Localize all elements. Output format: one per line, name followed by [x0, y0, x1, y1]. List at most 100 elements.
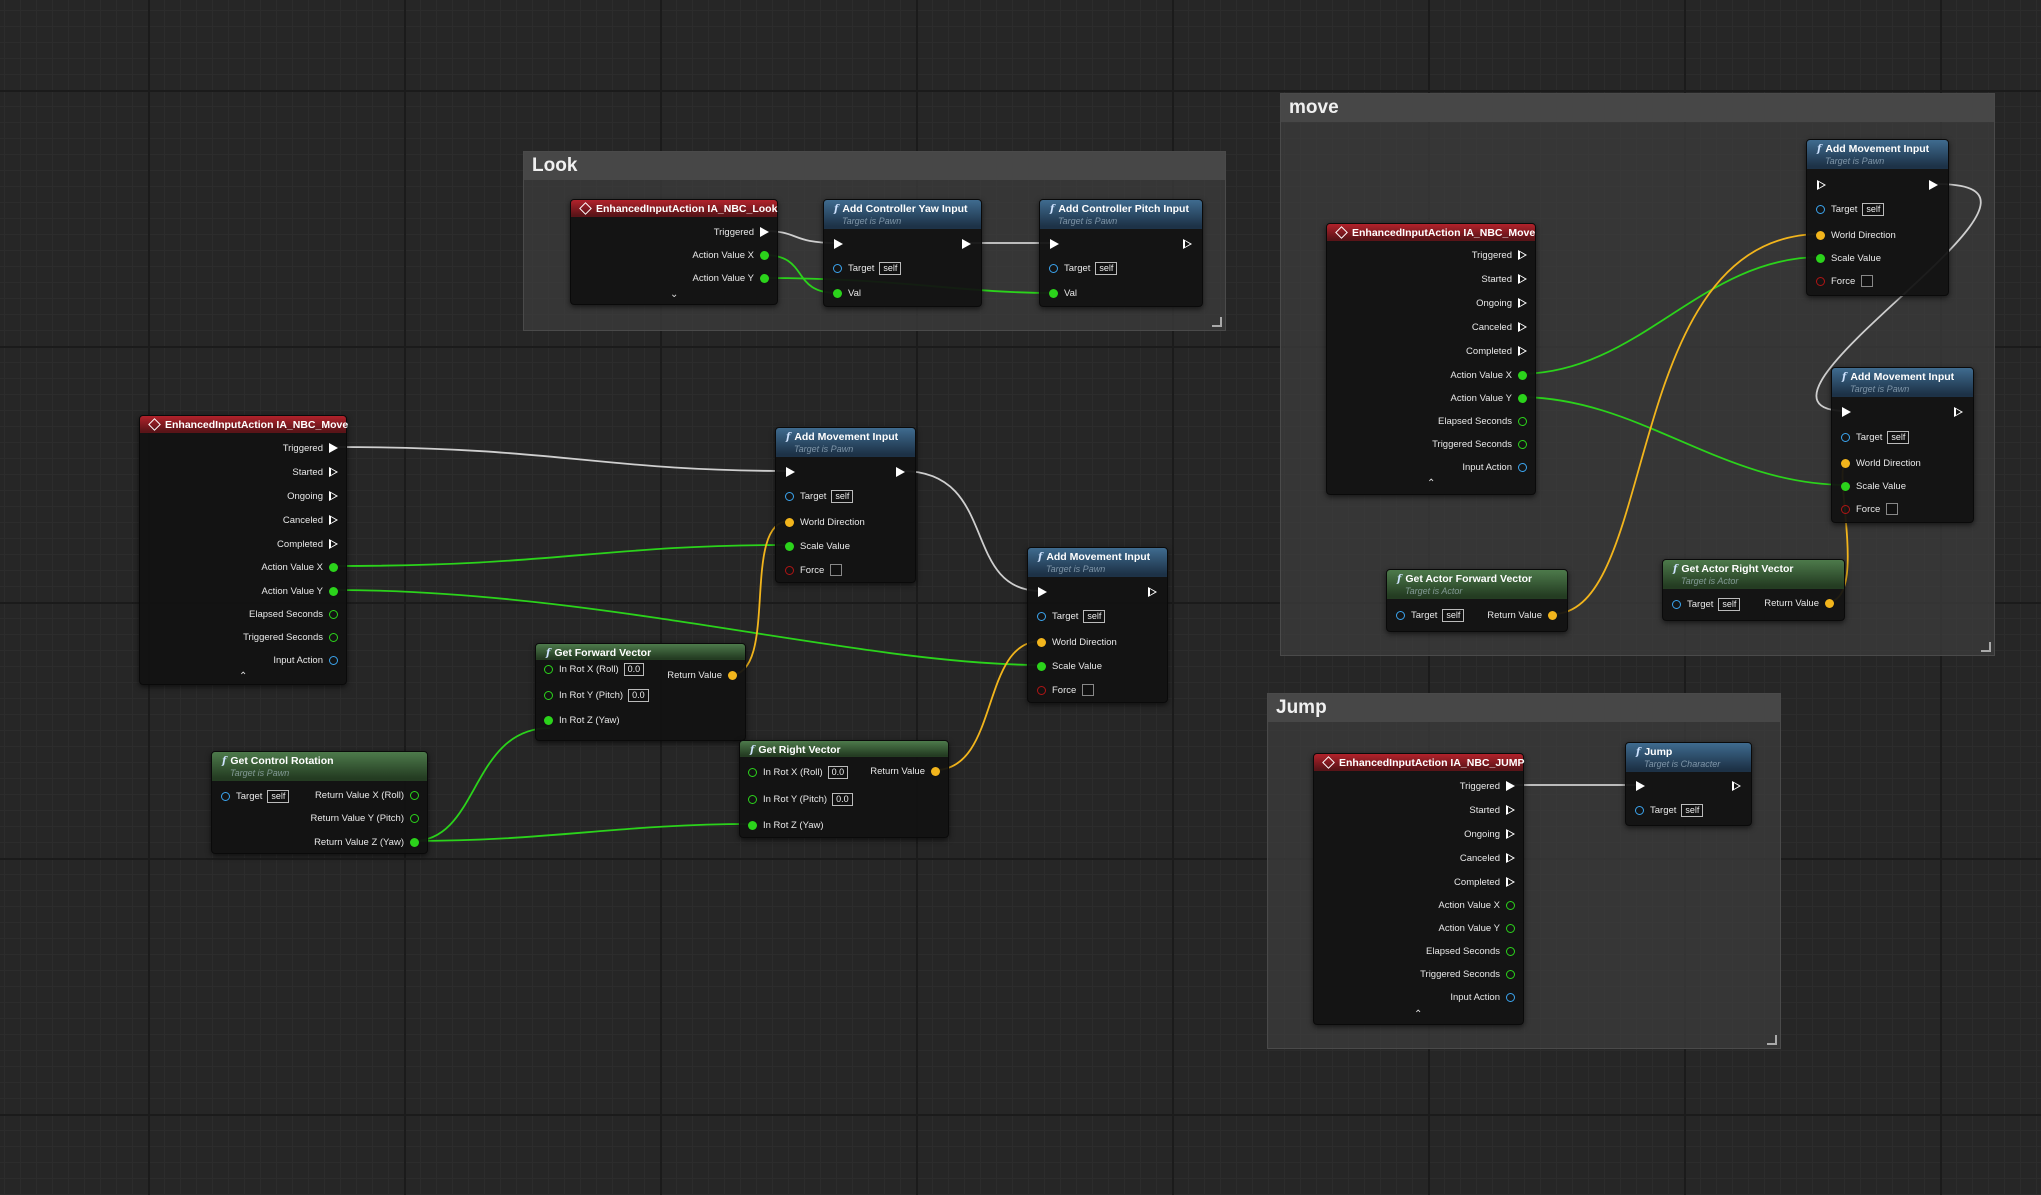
- pin-in-rot-y[interactable]: In Rot Y (Pitch)0.0: [748, 792, 853, 806]
- resize-handle[interactable]: [1981, 642, 1991, 652]
- default-value[interactable]: 0.0: [827, 765, 849, 779]
- float-pin-icon[interactable]: [1506, 900, 1515, 910]
- pin-in-rot-y[interactable]: In Rot Y (Pitch)0.0: [544, 688, 649, 702]
- pin-started[interactable]: Started: [292, 465, 338, 479]
- target-default-value[interactable]: self: [1442, 608, 1465, 622]
- chevron-up-icon[interactable]: ⌃: [1414, 1009, 1423, 1020]
- pin-action-value-x[interactable]: Action Value X: [1450, 368, 1527, 382]
- vector-pin-icon[interactable]: [1841, 458, 1850, 468]
- float-pin-icon[interactable]: [1518, 393, 1527, 403]
- pin-exec-in[interactable]: [786, 465, 795, 479]
- pin-force[interactable]: Force: [785, 563, 843, 577]
- float-pin-icon[interactable]: [410, 813, 419, 823]
- float-pin-icon[interactable]: [544, 664, 553, 674]
- float-pin-icon[interactable]: [760, 250, 769, 260]
- pin-force[interactable]: Force: [1816, 274, 1874, 288]
- float-pin-icon[interactable]: [1506, 969, 1515, 979]
- object-pin-icon[interactable]: [329, 655, 338, 665]
- exec-pin-icon[interactable]: [1954, 407, 1963, 417]
- chevron-down-icon[interactable]: ⌄: [670, 289, 679, 300]
- pin-scale-value[interactable]: Scale Value: [1037, 659, 1102, 673]
- bool-pin-icon[interactable]: [1816, 276, 1825, 286]
- exec-pin-icon[interactable]: [329, 515, 338, 525]
- float-pin-icon[interactable]: [329, 609, 338, 619]
- exec-pin-icon[interactable]: [1518, 274, 1527, 284]
- pin-input-action[interactable]: Input Action: [1450, 990, 1515, 1004]
- exec-pin-icon[interactable]: [1148, 587, 1157, 597]
- pin-input-action[interactable]: Input Action: [273, 653, 338, 667]
- force-checkbox[interactable]: [1886, 503, 1899, 515]
- pin-force[interactable]: Force: [1841, 502, 1899, 516]
- vector-pin-icon[interactable]: [1548, 610, 1557, 620]
- exec-pin-icon[interactable]: [1183, 239, 1192, 249]
- pin-exec-out[interactable]: [896, 465, 905, 479]
- pin-action-value-x[interactable]: Action Value X: [692, 248, 769, 262]
- pin-ongoing[interactable]: Ongoing: [1464, 827, 1515, 841]
- pin-return-y[interactable]: Return Value Y (Pitch): [311, 811, 419, 825]
- pin-elapsed-seconds[interactable]: Elapsed Seconds: [1426, 944, 1515, 958]
- object-pin-icon[interactable]: [1037, 611, 1046, 621]
- float-pin-icon[interactable]: [1506, 946, 1515, 956]
- event-node-ia-nbc-move-right[interactable]: EnhancedInputAction IA_NBC_Move Triggere…: [1326, 223, 1536, 495]
- float-pin-icon[interactable]: [329, 632, 338, 642]
- exec-pin-icon[interactable]: [1506, 781, 1515, 791]
- exec-pin-icon[interactable]: [760, 227, 769, 237]
- chevron-up-icon[interactable]: ⌃: [1427, 478, 1436, 489]
- target-default-value[interactable]: self: [831, 489, 854, 503]
- pin-scale-value[interactable]: Scale Value: [1816, 251, 1881, 265]
- object-pin-icon[interactable]: [1506, 992, 1515, 1002]
- bool-pin-icon[interactable]: [785, 565, 794, 575]
- pin-canceled[interactable]: Canceled: [1460, 851, 1515, 865]
- pin-scale-value[interactable]: Scale Value: [1841, 479, 1906, 493]
- exec-pin-icon[interactable]: [329, 491, 338, 501]
- pin-world-direction[interactable]: World Direction: [1816, 228, 1896, 242]
- target-default-value[interactable]: self: [879, 261, 902, 275]
- object-pin-icon[interactable]: [1396, 610, 1405, 620]
- bool-pin-icon[interactable]: [1037, 685, 1046, 695]
- pin-exec-in[interactable]: [1817, 178, 1826, 192]
- pin-return-value[interactable]: Return Value: [667, 668, 737, 682]
- target-default-value[interactable]: self: [1095, 261, 1118, 275]
- pin-ongoing[interactable]: Ongoing: [287, 489, 338, 503]
- pin-exec-in[interactable]: [1842, 405, 1851, 419]
- pin-action-value-y[interactable]: Action Value Y: [693, 271, 769, 285]
- pin-return-value[interactable]: Return Value: [1764, 596, 1834, 610]
- pin-return-value[interactable]: Return Value: [1487, 608, 1557, 622]
- float-pin-icon[interactable]: [544, 690, 553, 700]
- exec-pin-icon[interactable]: [896, 467, 905, 477]
- exec-pin-icon[interactable]: [329, 443, 338, 453]
- pin-exec-in[interactable]: [1636, 779, 1645, 793]
- pin-canceled[interactable]: Canceled: [1472, 320, 1527, 334]
- float-pin-icon[interactable]: [748, 794, 757, 804]
- pin-elapsed-seconds[interactable]: Elapsed Seconds: [249, 607, 338, 621]
- pin-world-direction[interactable]: World Direction: [1841, 456, 1921, 470]
- pin-exec-out[interactable]: [1148, 585, 1157, 599]
- default-value[interactable]: 0.0: [832, 792, 853, 806]
- force-checkbox[interactable]: [830, 564, 843, 576]
- float-pin-icon[interactable]: [760, 273, 769, 283]
- force-checkbox[interactable]: [1082, 684, 1095, 696]
- pin-triggered[interactable]: Triggered: [1472, 248, 1527, 262]
- pin-action-value-x[interactable]: Action Value X: [1438, 898, 1515, 912]
- pin-exec-out[interactable]: [1732, 779, 1741, 793]
- pin-triggered-seconds[interactable]: Triggered Seconds: [243, 630, 338, 644]
- pin-completed[interactable]: Completed: [1466, 344, 1527, 358]
- float-pin-icon[interactable]: [748, 820, 757, 830]
- vector-pin-icon[interactable]: [1816, 230, 1825, 240]
- float-pin-icon[interactable]: [833, 288, 842, 298]
- chevron-up-icon[interactable]: ⌃: [239, 671, 248, 682]
- pin-return-z[interactable]: Return Value Z (Yaw): [314, 835, 419, 849]
- pin-val[interactable]: Val: [1049, 286, 1077, 300]
